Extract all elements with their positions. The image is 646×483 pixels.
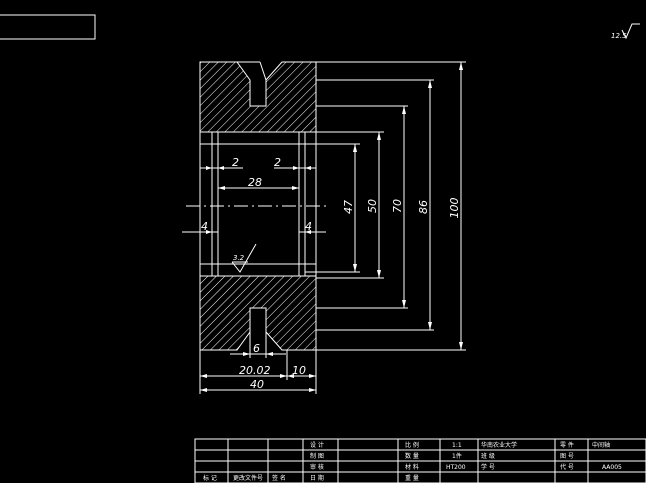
tb-check-label: 审 核 xyxy=(310,463,324,471)
tb-marks-label: 标 记 xyxy=(203,474,217,482)
part-lower-section xyxy=(199,275,317,351)
tb-part-name: 中间轴 xyxy=(592,441,610,449)
dim-2-right: 2 xyxy=(274,156,281,169)
dim-28: 28 xyxy=(248,176,262,189)
dim-6: 6 xyxy=(253,342,260,355)
dim-10: 10 xyxy=(292,364,306,377)
dim-86: 86 xyxy=(417,200,430,214)
tb-scale-value: 1:1 xyxy=(452,442,462,449)
tb-material-label: 材 料 xyxy=(405,463,419,471)
vertical-dimensions: 100 86 70 50 47 xyxy=(342,62,463,350)
inner-horizontal-dimensions: 2 2 28 4 4 xyxy=(182,156,326,234)
dim-2-left: 2 xyxy=(232,156,239,169)
top-left-frame xyxy=(0,14,96,40)
part-upper-section xyxy=(199,61,317,133)
roughness-symbol-inner: 3.2 xyxy=(231,243,257,273)
dim-4-left: 4 xyxy=(201,220,208,233)
dim-40: 40 xyxy=(250,378,264,391)
tb-scale-label: 比 例 xyxy=(405,441,419,449)
tb-school-label: 华南农业大学 xyxy=(481,441,517,449)
tb-class-label: 班 级 xyxy=(481,452,495,460)
dim-20-02: 20.02 xyxy=(239,364,271,377)
tb-design-label: 设 计 xyxy=(310,441,324,449)
dim-4-right: 4 xyxy=(305,220,312,233)
roughness-inner-value: 3.2 xyxy=(233,254,245,262)
extension-lines xyxy=(305,61,466,351)
roughness-symbol-top-right: 12.5 xyxy=(611,23,640,40)
bottom-dimensions: 6 20.02 10 40 xyxy=(199,332,317,394)
tb-part-label: 零 件 xyxy=(560,441,574,449)
tb-student-label: 学 号 xyxy=(481,463,495,471)
tb-change-label: 更改文件号 xyxy=(233,474,263,482)
dim-100: 100 xyxy=(448,198,461,219)
part-middle-outline xyxy=(199,131,317,277)
dim-50: 50 xyxy=(366,199,379,213)
dim-70: 70 xyxy=(391,199,404,213)
title-block xyxy=(194,438,646,483)
tb-count-value: 1件 xyxy=(452,452,462,460)
tb-drawing-no-label: 图 号 xyxy=(560,453,574,460)
tb-material-value: HT200 xyxy=(446,464,466,471)
title-block-text: 设 计 制 图 审 核 日 期 比 例 1:1 数 量 1件 材 料 HT200… xyxy=(203,441,622,482)
tb-date-label: 日 期 xyxy=(310,474,324,482)
tb-sign-label: 签 名 xyxy=(272,474,286,482)
tb-weight-label: 重 量 xyxy=(405,474,419,482)
tb-draw-label: 制 图 xyxy=(310,452,324,460)
roughness-top-right-value: 12.5 xyxy=(611,32,627,40)
tb-code-value: AA005 xyxy=(602,464,622,471)
tb-count-label: 数 量 xyxy=(405,452,419,460)
tb-code-label: 代 号 xyxy=(560,463,574,471)
dim-47: 47 xyxy=(342,200,355,214)
